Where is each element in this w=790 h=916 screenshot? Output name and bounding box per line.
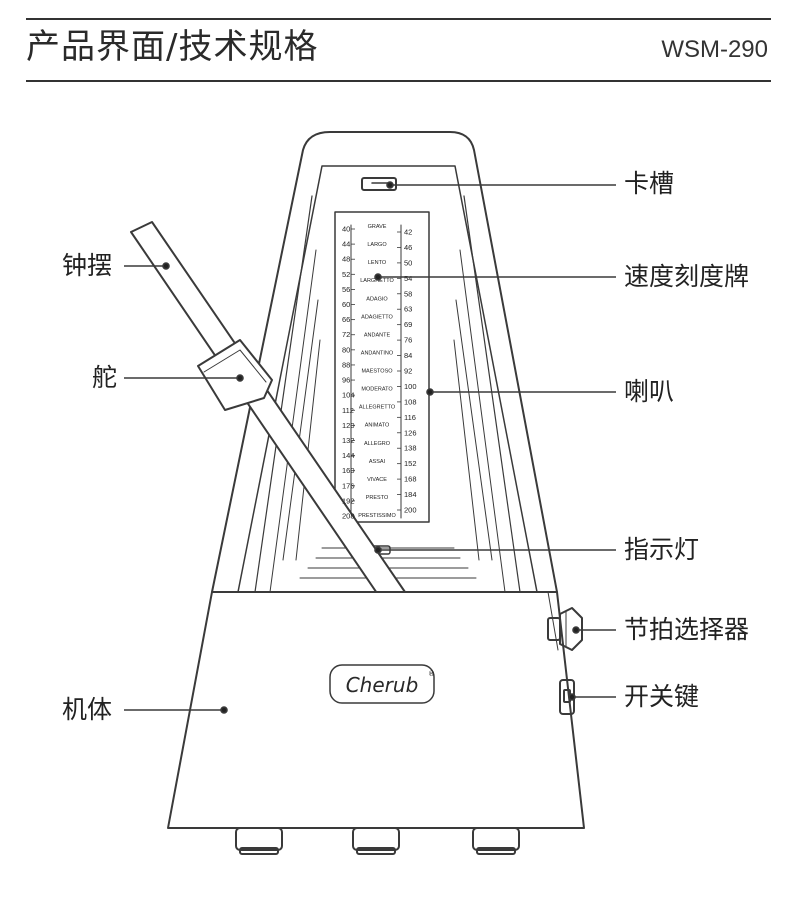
- label-slot: 卡槽: [624, 169, 675, 198]
- tempo-right-number: 92: [404, 367, 412, 376]
- foot-left: [235, 827, 283, 851]
- housing-inner-frame: [237, 165, 538, 593]
- tempo-right-number: 116: [404, 413, 416, 422]
- tempo-left-number: 176: [342, 481, 355, 490]
- tempo-right-number: 126: [404, 428, 417, 437]
- tempo-left-number: 104: [342, 391, 355, 400]
- label-horn: 喇叭: [624, 377, 675, 406]
- tempo-term: MODERATO: [361, 387, 393, 393]
- tempo-left-number: 96: [342, 376, 350, 385]
- tempo-term: LENTO: [368, 260, 387, 266]
- tempo-right-number: 46: [404, 243, 412, 252]
- tempo-right-number: 108: [404, 397, 417, 406]
- tempo-term: ANDANTE: [364, 332, 391, 338]
- speed-scale-plate: [334, 211, 430, 523]
- tempo-left-number: 160: [342, 466, 355, 475]
- tempo-left-number: 66: [342, 315, 350, 324]
- top-rule: [26, 18, 771, 20]
- label-beat-selector: 节拍选择器: [624, 615, 750, 644]
- tempo-left-number: 40: [342, 225, 350, 234]
- label-pendulum: 钟摆: [62, 251, 113, 280]
- tempo-left-number: 56: [342, 285, 350, 294]
- tempo-term: ALLEGRO: [364, 441, 391, 447]
- housing-outline: [211, 131, 558, 593]
- tempo-left-number: 52: [342, 270, 350, 279]
- logo-badge: [329, 664, 435, 704]
- tempo-right-number: 152: [404, 459, 417, 468]
- tempo-right-number: 69: [404, 320, 412, 329]
- tempo-right-number: 58: [404, 289, 412, 298]
- slot: [361, 177, 397, 191]
- foot-right: [472, 827, 520, 851]
- page-title: 产品界面/技术规格: [26, 27, 319, 67]
- tempo-left-number: 132: [342, 436, 355, 445]
- tempo-left-number: 112: [342, 406, 354, 415]
- tempo-term: ALLEGRETTO: [359, 405, 396, 411]
- logo-registered-mark: ®: [428, 670, 435, 678]
- pendulum-weight: [197, 339, 273, 411]
- tempo-term: ANDANTINO: [361, 350, 394, 356]
- beat-selector-knob: [547, 607, 583, 651]
- label-speed-scale: 速度刻度牌: [624, 262, 750, 291]
- tempo-right-number: 84: [404, 351, 412, 360]
- tempo-term: LARGO: [367, 242, 387, 248]
- tempo-left-number: 120: [342, 421, 355, 430]
- tempo-term: ASSAI: [369, 459, 386, 465]
- header-rule: [26, 80, 771, 82]
- tempo-left-number: 44: [342, 240, 350, 249]
- tempo-right-number: 54: [404, 274, 412, 283]
- label-body: 机体: [62, 695, 113, 724]
- tempo-right-number: 100: [404, 382, 417, 391]
- tempo-term: ADAGIETTO: [361, 314, 393, 320]
- tempo-term: ANIMATO: [365, 423, 390, 429]
- tempo-right-number: 76: [404, 336, 412, 345]
- tempo-left-number: 80: [342, 345, 350, 354]
- tempo-left-number: 72: [342, 330, 350, 339]
- tempo-term: GRAVE: [368, 224, 387, 230]
- tempo-left-number: 60: [342, 300, 350, 309]
- tempo-left-number: 192: [342, 496, 355, 505]
- tempo-right-number: 184: [404, 490, 417, 499]
- tempo-term: ADAGIO: [366, 296, 388, 302]
- model-number: WSM-290: [661, 36, 768, 63]
- tempo-term: LARGHETTO: [360, 278, 394, 284]
- tempo-right-number: 42: [404, 228, 412, 237]
- tempo-right-number: 168: [404, 475, 417, 484]
- tempo-right-number: 138: [404, 444, 417, 453]
- tempo-term: VIVACE: [367, 477, 387, 483]
- tempo-left-number: 48: [342, 255, 350, 264]
- body-outline: [167, 591, 585, 829]
- tempo-right-number: 63: [404, 305, 412, 314]
- tempo-right-number: 200: [404, 506, 417, 515]
- label-indicator: 指示灯: [624, 535, 700, 564]
- tempo-left-number: 208: [342, 512, 355, 521]
- tempo-term: MAESTOSO: [361, 369, 393, 375]
- tempo-right-number: 50: [404, 258, 412, 267]
- label-weight: 舵: [92, 363, 118, 392]
- tempo-left-number: 88: [342, 360, 350, 369]
- tempo-left-number: 144: [342, 451, 355, 460]
- logo-text: Cherub: [346, 673, 419, 697]
- tempo-term: PRESTO: [366, 495, 389, 501]
- foot-middle: [352, 827, 400, 851]
- tempo-term: PRESTISSIMO: [358, 513, 396, 519]
- label-power-switch: 开关键: [624, 682, 700, 711]
